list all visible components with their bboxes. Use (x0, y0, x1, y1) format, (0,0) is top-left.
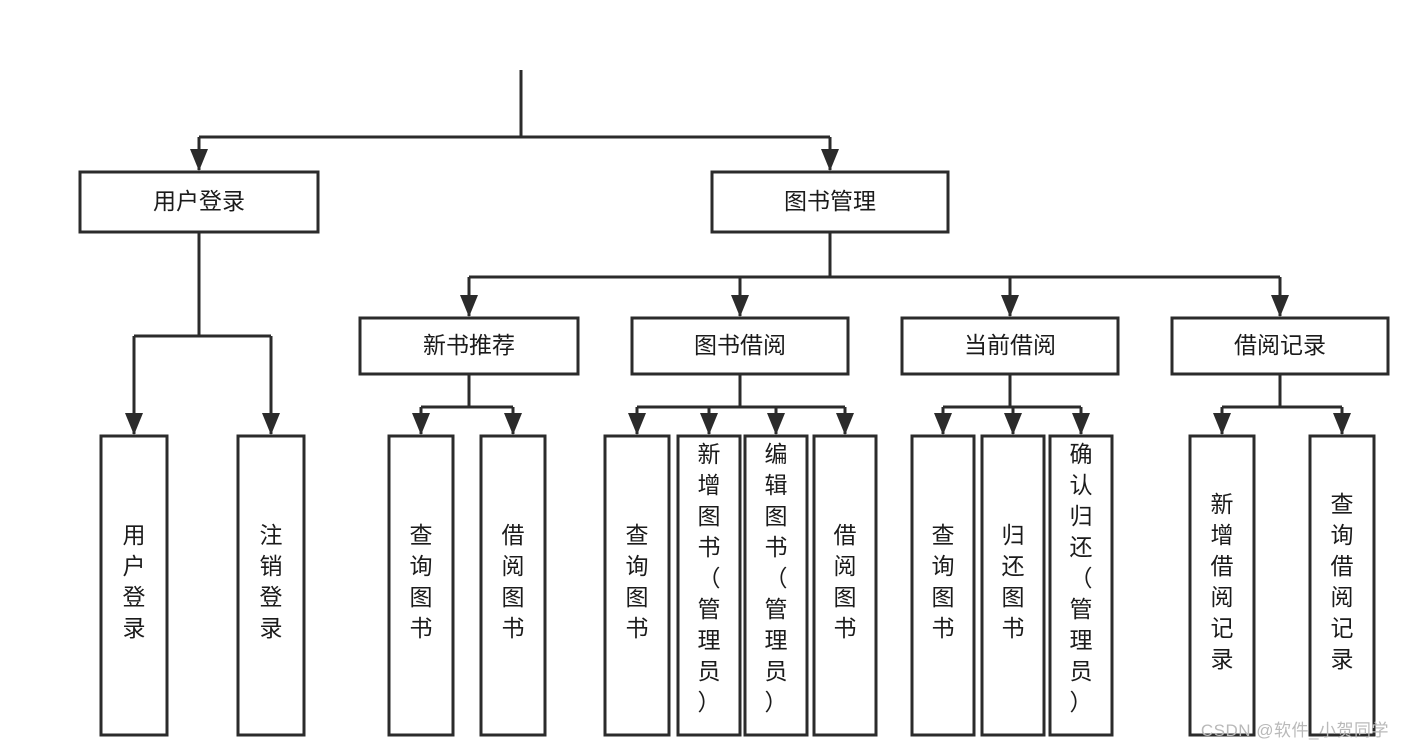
leaf-node-7-rect[interactable] (812, 434, 878, 737)
arrow-head-leaf-user-login-0 (125, 413, 143, 435)
leaf-node-9-label: 归还图书 (1002, 522, 1025, 641)
arrow-head-leaf-l3-3-1 (1333, 413, 1351, 435)
leaf-node-12-label: 查询借阅记录 (1331, 491, 1354, 672)
leaf-node-3-label: 借阅图书 (502, 522, 525, 641)
leaf-node-6-rect[interactable] (743, 434, 809, 737)
arrow-head-leaf-l3-0-0 (412, 413, 430, 435)
arrow-head-level3-2 (1001, 295, 1019, 317)
leaf-node-0-rect[interactable] (99, 434, 169, 737)
arrow-head-leaf-l3-2-2 (1072, 413, 1090, 435)
arrow-head-leaf-l3-1-1 (700, 413, 718, 435)
arrow-head-leaf-l3-1-3 (836, 413, 854, 435)
leaf-node-11[interactable]: 新增借阅记录 (1188, 434, 1256, 737)
leaf-node-5-rect[interactable] (676, 434, 742, 737)
leaf-node-6[interactable]: 编辑图书（管理员） (743, 434, 809, 737)
leaf-node-10-rect[interactable] (1048, 434, 1114, 737)
level3-node-3[interactable]: 借阅记录 (1170, 316, 1390, 376)
leaf-node-5-label: 新增图书（管理员） (698, 441, 721, 715)
leaf-node-8-rect[interactable] (910, 434, 976, 737)
leaf-node-7-label: 借阅图书 (834, 522, 857, 641)
level3-node-1-rect[interactable] (630, 316, 850, 376)
leaf-node-3-rect[interactable] (479, 434, 547, 737)
arrow-head-level3-3 (1271, 295, 1289, 317)
arrow-head-leaf-l3-2-1 (1004, 413, 1022, 435)
arrow-head-leaf-l3-2-0 (934, 413, 952, 435)
csdn-watermark: CSDN @软件_小贺同学 (1200, 721, 1389, 740)
leaf-node-3[interactable]: 借阅图书 (479, 434, 547, 737)
level3-node-2[interactable]: 当前借阅 (900, 316, 1120, 376)
leaf-node-4[interactable]: 查询图书 (603, 434, 671, 737)
connectors-layer (125, 70, 1351, 435)
leaf-node-0[interactable]: 用户登录 (99, 434, 169, 737)
leaf-node-7[interactable]: 借阅图书 (812, 434, 878, 737)
leaf-node-1[interactable]: 注销登录 (236, 434, 306, 737)
arrow-head-level2-1 (821, 149, 839, 171)
leaf-node-4-label: 查询图书 (626, 522, 649, 641)
leaf-node-1-label: 注销登录 (260, 522, 283, 641)
leaf-node-10[interactable]: 确认归还（管理员） (1048, 434, 1114, 737)
leaf-node-2-label: 查询图书 (410, 522, 433, 641)
level3-node-1-label: 图书借阅 (694, 332, 786, 358)
arrow-head-level3-0 (460, 295, 478, 317)
level2-node-1-rect[interactable] (710, 170, 950, 234)
arrow-head-level2-0 (190, 149, 208, 171)
arrow-head-leaf-user-login-1 (262, 413, 280, 435)
arrow-head-leaf-l3-1-0 (628, 413, 646, 435)
level3-node-0-rect[interactable] (358, 316, 580, 376)
leaf-node-10-label: 确认归还（管理员） (1070, 441, 1093, 715)
level3-node-2-rect[interactable] (900, 316, 1120, 376)
leaf-node-9[interactable]: 归还图书 (980, 434, 1046, 737)
level2-node-0-rect[interactable] (78, 170, 320, 234)
leaf-node-11-rect[interactable] (1188, 434, 1256, 737)
leaf-node-12[interactable]: 查询借阅记录 (1308, 434, 1376, 737)
level2-node-0[interactable]: 用户登录 (78, 170, 320, 234)
level3-node-2-label: 当前借阅 (964, 332, 1056, 358)
leaf-node-9-rect[interactable] (980, 434, 1046, 737)
leaf-node-0-label: 用户登录 (123, 522, 146, 641)
arrow-head-leaf-l3-3-0 (1213, 413, 1231, 435)
level2-node-0-label: 用户登录 (153, 188, 245, 214)
leaf-node-5[interactable]: 新增图书（管理员） (676, 434, 742, 737)
leaf-node-8[interactable]: 查询图书 (910, 434, 976, 737)
leaf-node-1-rect[interactable] (236, 434, 306, 737)
nodes-layer: 用户登录图书管理新书推荐图书借阅当前借阅借阅记录用户登录注销登录查询图书借阅图书… (78, 170, 1390, 737)
level3-node-1[interactable]: 图书借阅 (630, 316, 850, 376)
level3-node-3-rect[interactable] (1170, 316, 1390, 376)
arrow-head-level3-1 (731, 295, 749, 317)
arrow-head-leaf-l3-1-2 (767, 413, 785, 435)
leaf-node-12-rect[interactable] (1308, 434, 1376, 737)
leaf-node-2-rect[interactable] (387, 434, 455, 737)
level3-node-3-label: 借阅记录 (1234, 332, 1326, 358)
level3-node-0[interactable]: 新书推荐 (358, 316, 580, 376)
leaf-node-11-label: 新增借阅记录 (1211, 491, 1234, 672)
arrow-head-leaf-l3-0-1 (504, 413, 522, 435)
level2-node-1-label: 图书管理 (784, 188, 876, 214)
leaf-node-8-label: 查询图书 (932, 522, 955, 641)
leaf-node-6-label: 编辑图书（管理员） (765, 441, 788, 715)
level3-node-0-label: 新书推荐 (423, 332, 515, 358)
leaf-node-2[interactable]: 查询图书 (387, 434, 455, 737)
leaf-node-4-rect[interactable] (603, 434, 671, 737)
level2-node-1[interactable]: 图书管理 (710, 170, 950, 234)
